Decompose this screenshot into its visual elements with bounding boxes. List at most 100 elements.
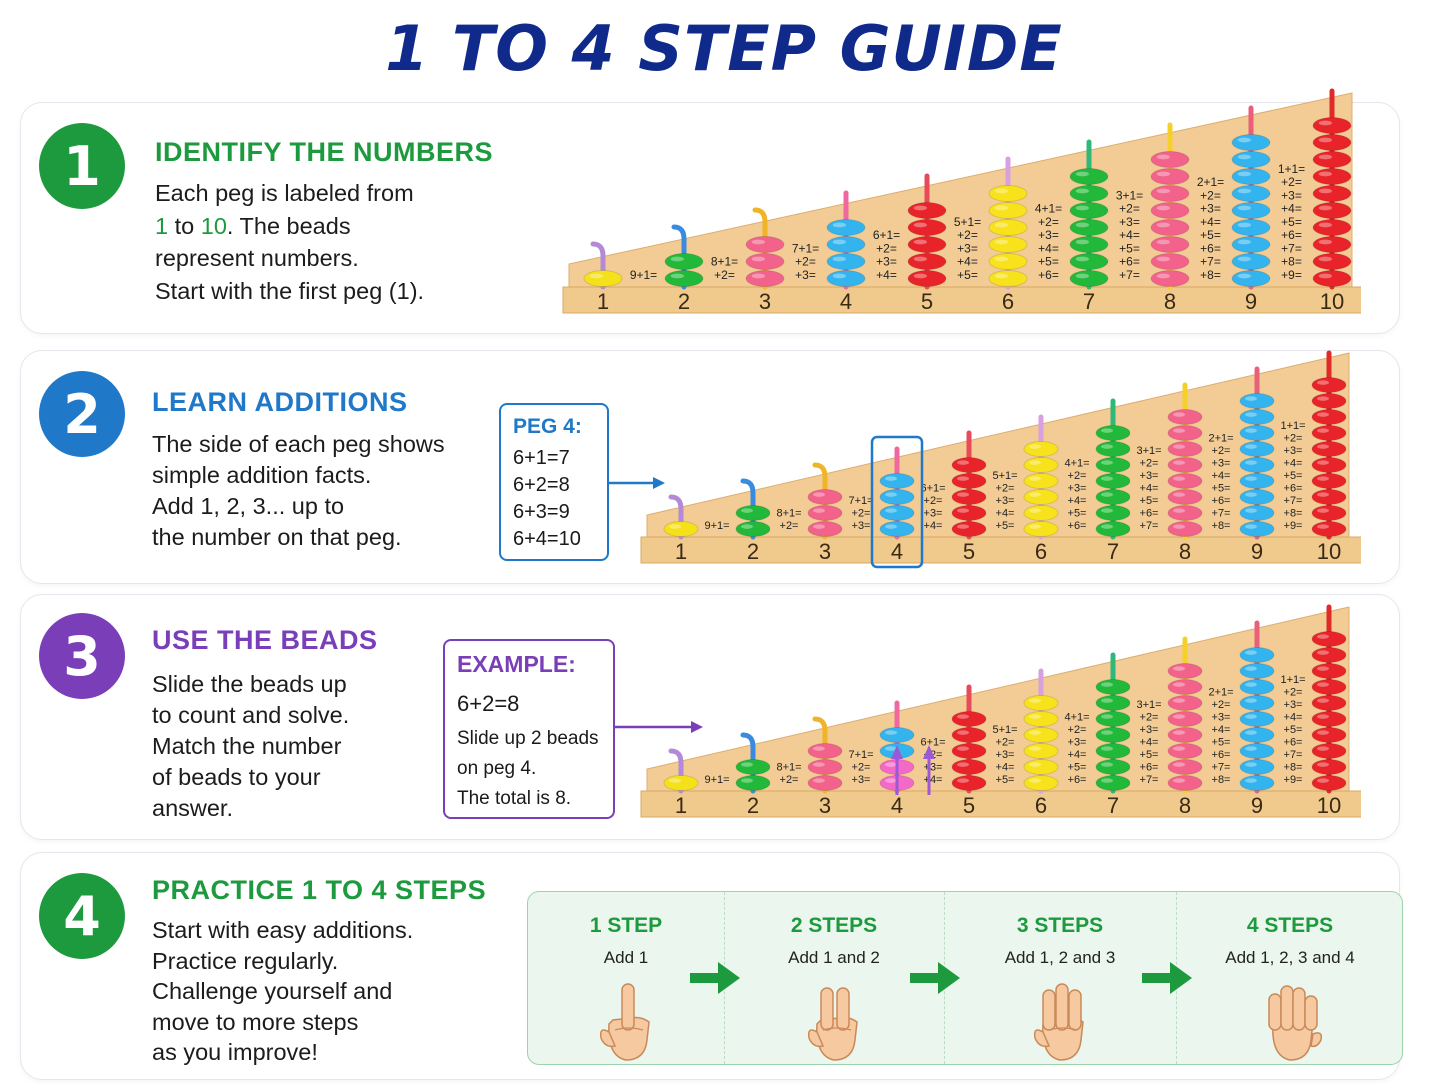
bead [1167, 425, 1203, 441]
addition-fact: +2= [795, 255, 816, 269]
step-2-card: 2 LEARN ADDITIONS The side of each peg s… [20, 350, 1400, 584]
addition-fact: 6+1= [920, 737, 945, 749]
page-title: 1 TO 4 STEP GUIDE [385, 12, 1063, 85]
bead-highlight [913, 273, 927, 279]
three-finger-hand-icon [1033, 983, 1084, 1061]
finger [621, 983, 635, 1031]
bead [1239, 521, 1275, 537]
description-line: the number on that peg. [152, 524, 402, 550]
finger [1068, 989, 1082, 1031]
addition-fact: +6= [1200, 241, 1221, 255]
addition-fact: +6= [1212, 749, 1231, 761]
addition-fact: 2+1= [1208, 687, 1233, 699]
bead [826, 236, 866, 253]
two-finger-hand-icon [807, 987, 858, 1061]
addition-fact: +5= [957, 268, 978, 282]
addition-fact: +4= [1212, 724, 1231, 736]
bead-highlight [1317, 682, 1329, 687]
bead [1239, 473, 1275, 489]
bead [1311, 679, 1347, 695]
peg-rod [812, 716, 828, 794]
addition-fact: +5= [1281, 215, 1302, 229]
bead-highlight [1075, 171, 1089, 177]
bead-highlight [1318, 205, 1332, 211]
addition-fact: +3= [1140, 724, 1159, 736]
bead-highlight [1318, 239, 1332, 245]
bead [879, 727, 915, 743]
addition-fact: 2+1= [1197, 175, 1224, 189]
bead-highlight [1101, 714, 1113, 719]
peg-rod [752, 207, 768, 290]
addition-fact: +3= [1284, 699, 1303, 711]
addition-fact: +2= [1212, 445, 1231, 457]
bead-highlight [1237, 154, 1251, 160]
bead-highlight [1173, 746, 1185, 751]
bead [1069, 168, 1109, 185]
bead [1311, 425, 1347, 441]
bead-highlight [1317, 730, 1329, 735]
bead [1095, 473, 1131, 489]
bead [1095, 441, 1131, 457]
bead-highlight [1156, 205, 1170, 211]
addition-fact: 6+1= [873, 228, 900, 242]
peg-label: 9 [1245, 289, 1257, 314]
bead-highlight [994, 273, 1008, 279]
addition-fact: 9+1= [704, 520, 729, 532]
bead [907, 270, 947, 287]
bead [1069, 236, 1109, 253]
peg-label: 8 [1179, 539, 1191, 564]
bead [879, 505, 915, 521]
bead-highlight [994, 205, 1008, 211]
bead-highlight [1245, 698, 1257, 703]
bead [1311, 505, 1347, 521]
bead [1231, 253, 1271, 270]
highlight-number: 1 [155, 212, 169, 239]
addition-fact: +2= [714, 268, 735, 282]
peg-label: 3 [819, 539, 831, 564]
bead [1239, 695, 1275, 711]
addition-fact: +5= [1212, 483, 1231, 495]
step-1-card: 1 IDENTIFY THE NUMBERS Each peg is label… [20, 88, 1400, 334]
description-line: Practice regularly. [152, 947, 339, 974]
bead [1069, 253, 1109, 270]
bead [1095, 489, 1131, 505]
peg-label: 10 [1317, 539, 1341, 564]
bead [1095, 457, 1131, 473]
bead [1312, 236, 1352, 253]
addition-fact: +6= [1140, 762, 1159, 774]
peg-rod [740, 478, 756, 540]
bead [988, 185, 1028, 202]
bead [1023, 457, 1059, 473]
bead-highlight [1318, 120, 1332, 126]
bead [735, 759, 771, 775]
bead [1231, 134, 1271, 151]
addition-fact: +2= [1068, 470, 1087, 482]
addition-fact: +6= [1119, 255, 1140, 269]
callout-line: The total is 8. [457, 788, 572, 809]
bead-highlight [1029, 746, 1041, 751]
peg-label: 3 [759, 289, 771, 314]
bead-highlight [1156, 154, 1170, 160]
bead [1167, 521, 1203, 537]
description-line: move to more steps [152, 1008, 359, 1035]
bead [1239, 505, 1275, 521]
addition-fact: 1+1= [1280, 674, 1305, 686]
bead-highlight [1317, 634, 1329, 639]
bead-highlight [1101, 476, 1113, 481]
peg-rod [740, 732, 756, 794]
addition-fact: +7= [1140, 520, 1159, 532]
bead [1023, 489, 1059, 505]
bead-highlight [1173, 730, 1185, 735]
addition-fact: +7= [1284, 749, 1303, 761]
bead [1239, 759, 1275, 775]
addition-fact: +9= [1281, 268, 1302, 282]
bead-highlight [1245, 666, 1257, 671]
addition-fact: +4= [1200, 215, 1221, 229]
addition-fact: +7= [1200, 255, 1221, 269]
bead-highlight [1156, 171, 1170, 177]
abacus-illustration: 9+1=8+1=+2=7+1=+2=+3=6+1=+2=+3=+4=5+1=+2… [640, 604, 1361, 818]
bead [1167, 727, 1203, 743]
bead [907, 253, 947, 270]
bead [1095, 521, 1131, 537]
bead [1069, 219, 1109, 236]
